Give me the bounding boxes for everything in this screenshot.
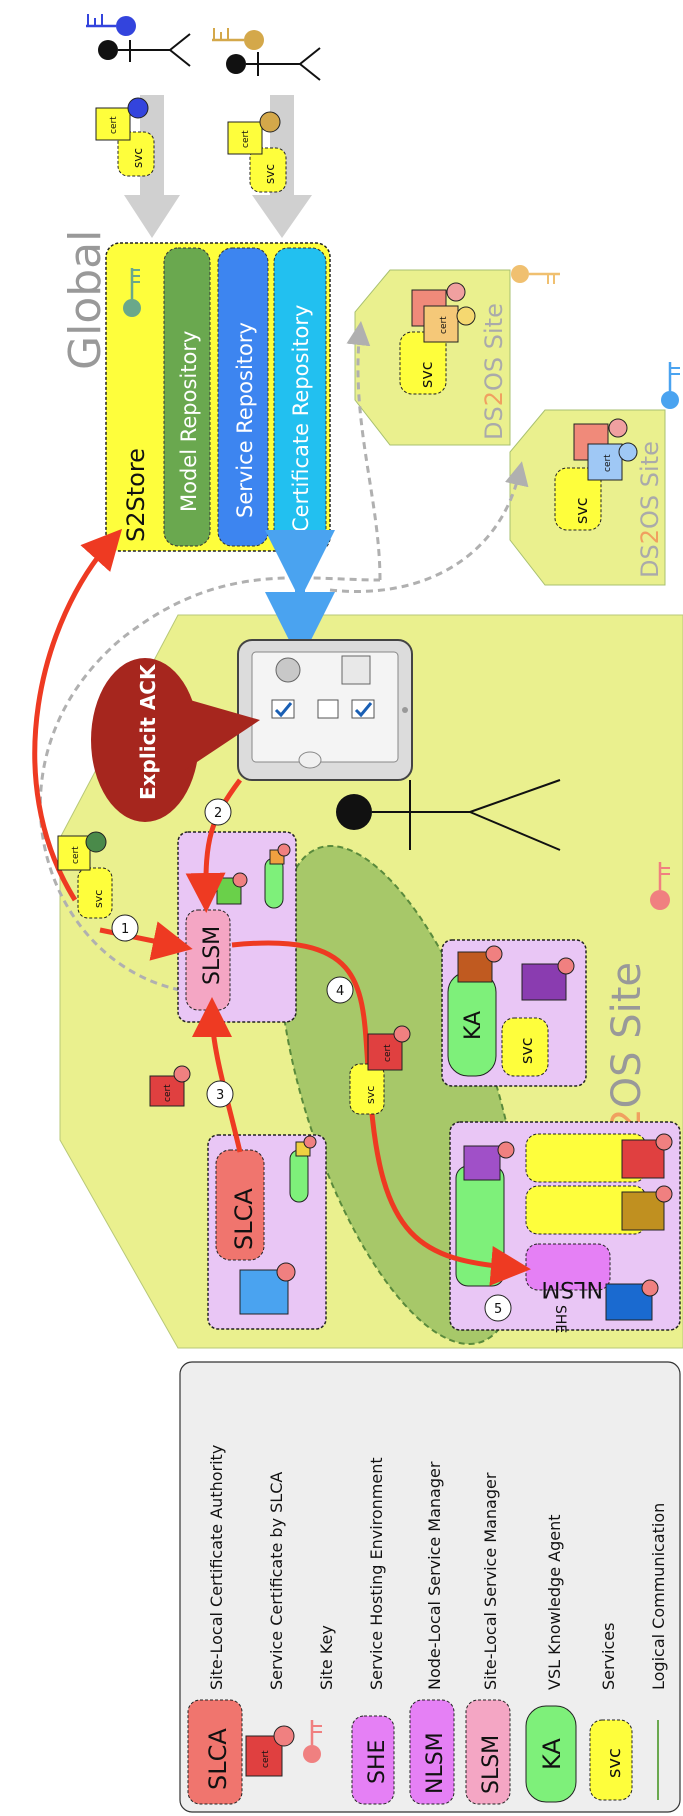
nlsm-box[interactable]	[525, 1243, 611, 1291]
developer-gold-figure	[212, 28, 321, 81]
svg-text:Site-Local Service Manager: Site-Local Service Manager	[481, 1472, 500, 1690]
checkbox-1[interactable]	[271, 699, 295, 719]
svg-text:cert: cert	[163, 1084, 173, 1102]
svg-text:cert: cert	[603, 454, 613, 472]
package-green: svc cert	[57, 831, 113, 919]
svg-text:cert: cert	[261, 1750, 271, 1768]
svg-text:svc: svc	[604, 1748, 625, 1778]
svg-text:Model Repository: Model Repository	[177, 331, 201, 512]
model-repository[interactable]	[163, 247, 211, 547]
distribution-arrow-2	[329, 461, 529, 593]
legend-nlsm: NLSM Node-Local Service Manager	[409, 1461, 455, 1805]
svg-text:Logical Communication: Logical Communication	[649, 1503, 668, 1690]
svg-text:Service Repository: Service Repository	[233, 322, 257, 518]
svg-text:VSL Knowledge Agent: VSL Knowledge Agent	[545, 1515, 564, 1691]
legend-cert: cert Service Certificate by SLCA	[245, 1472, 295, 1777]
svg-text:4: 4	[336, 984, 344, 999]
svg-text:svc: svc	[263, 164, 277, 184]
small-site-gold-key-icon	[511, 265, 560, 284]
package-svc-4: svc cert	[349, 1025, 411, 1115]
svg-text:Site Key: Site Key	[317, 1625, 336, 1690]
package-cert-3: cert	[149, 1065, 191, 1107]
legend-svc: svc Services	[589, 1623, 633, 1801]
svg-text:svc: svc	[364, 1086, 377, 1104]
svg-text:svc: svc	[417, 361, 436, 388]
service-repository[interactable]	[217, 247, 269, 547]
explicit-ack-bubble: Explicit ACK	[91, 658, 260, 822]
svg-text:svc: svc	[517, 1037, 536, 1064]
svg-text:KA: KA	[538, 1738, 566, 1770]
small-site-blue-package: svc cert	[554, 418, 638, 531]
svg-text:cert: cert	[71, 846, 81, 864]
svg-text:Services: Services	[599, 1623, 618, 1690]
legend-she: SHE Service Hosting Environment	[351, 1457, 395, 1805]
svg-text:Service Certificate by SLCA: Service Certificate by SLCA	[267, 1472, 286, 1690]
svg-text:1: 1	[121, 922, 129, 937]
checkbox-2[interactable]	[317, 699, 339, 719]
step-4: 4	[326, 976, 354, 1004]
package-blue: svc cert	[95, 97, 155, 177]
step-2: 2	[204, 798, 232, 826]
site-key-icon	[650, 862, 670, 910]
small-site-blue-key-icon	[661, 362, 680, 409]
admin-tablet[interactable]	[237, 639, 413, 781]
legend-site-key: Site Key	[303, 1625, 336, 1763]
certificate-repository[interactable]	[273, 247, 327, 547]
legend-slca: SLCA Site-Local Certificate Authority	[187, 1445, 243, 1805]
checkbox-3[interactable]	[351, 699, 375, 719]
svg-text:SHE: SHE	[552, 1305, 568, 1333]
svg-text:NLSM: NLSM	[541, 1276, 603, 1301]
s2store-label: S2Store	[122, 448, 150, 542]
svg-text:Certificate Repository: Certificate Repository	[289, 305, 313, 532]
svg-text:2: 2	[214, 806, 222, 821]
bulb-icon	[298, 751, 322, 769]
svg-text:SLSM: SLSM	[200, 926, 225, 985]
svg-text:cert: cert	[109, 116, 119, 134]
svg-text:Global: Global	[60, 230, 111, 370]
global-label: Global	[60, 230, 111, 370]
developer-blue-figure	[86, 14, 191, 67]
svg-text:NLSM: NLSM	[423, 1732, 448, 1794]
svg-text:DS2OS Site: DS2OS Site	[636, 441, 664, 578]
arrow-2	[185, 778, 243, 913]
svg-text:cert: cert	[383, 1044, 393, 1062]
step-5: 5	[484, 1294, 512, 1322]
svg-text:DS2OS Site: DS2OS Site	[480, 303, 508, 440]
svg-text:cert: cert	[439, 316, 449, 334]
svg-text:svc: svc	[572, 497, 591, 524]
user-figure	[336, 779, 561, 851]
svg-text:KA: KA	[461, 1011, 486, 1040]
svg-text:Explicit ACK: Explicit ACK	[136, 663, 160, 800]
distribution-arrow-1	[346, 321, 382, 581]
arrow-3	[192, 997, 243, 1153]
svg-text:Site-Local Certificate Authori: Site-Local Certificate Authority	[207, 1445, 226, 1690]
svg-text:Service Hosting Environment: Service Hosting Environment	[367, 1457, 386, 1690]
svg-text:cert: cert	[241, 130, 251, 148]
svg-text:svc: svc	[131, 148, 145, 168]
legend-ka: KA VSL Knowledge Agent	[525, 1515, 577, 1803]
small-site-gold-package: svc cert	[399, 282, 476, 395]
svg-text:SLSM: SLSM	[479, 1735, 504, 1794]
fan-icon	[275, 657, 301, 683]
svg-text:3: 3	[216, 1088, 224, 1103]
svg-text:Node-Local Service Manager: Node-Local Service Manager	[425, 1461, 444, 1690]
blinds-icon	[341, 655, 371, 685]
svg-text:SLCA: SLCA	[204, 1728, 232, 1790]
legend-box	[179, 1361, 681, 1813]
svg-text:SHE: SHE	[365, 1740, 390, 1784]
legend-slsm: SLSM Site-Local Service Manager	[465, 1472, 511, 1805]
svg-text:5: 5	[494, 1302, 502, 1317]
svg-text:SLCA: SLCA	[230, 1188, 258, 1250]
package-gold: svc cert	[227, 111, 287, 193]
global-key-icon	[123, 268, 141, 317]
step-1: 1	[111, 914, 139, 942]
svg-text:svc: svc	[92, 890, 105, 908]
site-title-post: OS Site	[604, 962, 650, 1108]
arrow-slsm-to-s2store	[32, 528, 123, 902]
step-3: 3	[206, 1080, 234, 1108]
legend-logical: Logical Communication	[649, 1503, 668, 1800]
slsm-ka	[264, 857, 284, 909]
